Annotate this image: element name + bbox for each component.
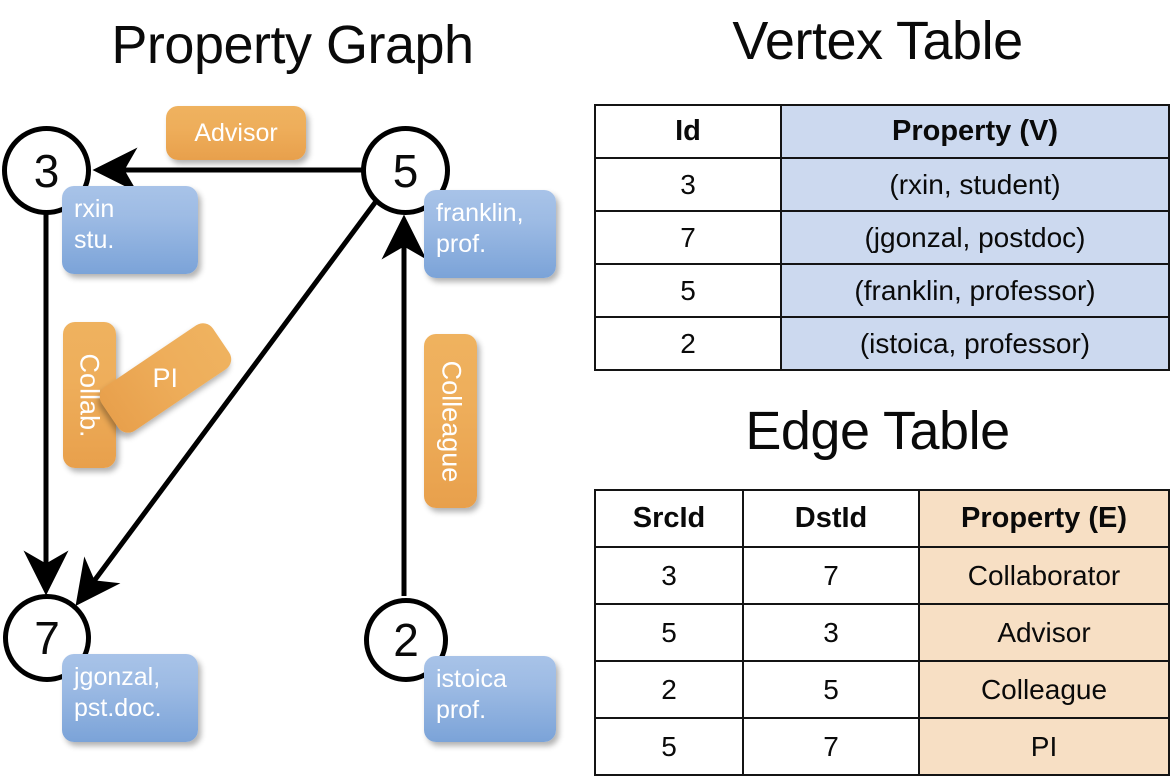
edge-row-0-property: Collaborator bbox=[918, 546, 1170, 605]
vertex-table-header-property: Property (V) bbox=[780, 104, 1170, 159]
vertex-property-box-7[interactable]: jgonzal, pst.doc. bbox=[62, 654, 198, 742]
edge-row-2-property: Colleague bbox=[918, 660, 1170, 719]
edge-table-header-srcid: SrcId bbox=[594, 489, 744, 548]
edge-label-advisor: Advisor bbox=[194, 118, 278, 147]
page-title-edge-table: Edge Table bbox=[745, 401, 1010, 461]
vertex-row-3-id: 2 bbox=[594, 316, 782, 371]
edge-label-box-advisor[interactable]: Advisor bbox=[166, 106, 306, 160]
vertex-property-5-line2: prof. bbox=[436, 229, 487, 258]
vertex-row-0-id: 3 bbox=[594, 157, 782, 212]
table-row: 7 (jgonzal, postdoc) bbox=[594, 210, 1170, 265]
table-row: 5 (franklin, professor) bbox=[594, 263, 1170, 318]
vertex-property-box-5[interactable]: franklin, prof. bbox=[424, 190, 556, 278]
edge-table: SrcId DstId Property (E) 3 7 Collaborato… bbox=[594, 489, 1170, 776]
edge-5-to-7-pi bbox=[75, 198, 380, 607]
edge-label-colleague: Colleague bbox=[435, 360, 466, 482]
table-header-row: SrcId DstId Property (E) bbox=[594, 489, 1170, 548]
vertex-property-5-line1: franklin, bbox=[436, 199, 524, 227]
vertex-property-7-line2: pst.doc. bbox=[74, 693, 162, 722]
vertex-property-3-line1: rxin bbox=[74, 195, 115, 223]
page-title-property-graph: Property Graph bbox=[111, 15, 474, 75]
graph-edges-svg bbox=[23, 147, 427, 607]
table-header-row: Id Property (V) bbox=[594, 104, 1170, 159]
table-row: 2 5 Colleague bbox=[594, 660, 1170, 719]
vertex-node-5[interactable]: 5 bbox=[361, 126, 450, 215]
edge-table-header-dstid: DstId bbox=[742, 489, 920, 548]
vertex-property-2-line1: istoica bbox=[436, 665, 507, 693]
vertex-property-7-line1: jgonzal, bbox=[74, 663, 161, 691]
vertex-node-7-id: 7 bbox=[34, 612, 60, 664]
edge-row-3-property: PI bbox=[918, 717, 1170, 776]
vertex-property-box-2[interactable]: istoica prof. bbox=[424, 656, 556, 742]
vertex-property-2-line2: prof. bbox=[436, 695, 487, 724]
edge-row-1-property: Advisor bbox=[918, 603, 1170, 662]
table-row: 5 3 Advisor bbox=[594, 603, 1170, 662]
vertex-table: Id Property (V) 3 (rxin, student) 7 (jgo… bbox=[594, 104, 1170, 371]
edge-label-pi: PI bbox=[152, 362, 179, 393]
edge-row-3-dst: 7 bbox=[742, 717, 920, 776]
edge-row-2-src: 2 bbox=[594, 660, 744, 719]
edge-row-3-src: 5 bbox=[594, 717, 744, 776]
vertex-node-3-id: 3 bbox=[33, 144, 60, 197]
vertex-node-5-id: 5 bbox=[392, 144, 419, 197]
page-title-vertex-table: Vertex Table bbox=[732, 11, 1023, 71]
vertex-row-2-id: 5 bbox=[594, 263, 782, 318]
vertex-node-2[interactable]: 2 bbox=[364, 598, 448, 682]
vertex-property-3-line2: stu. bbox=[74, 225, 115, 254]
vertex-row-0-property: (rxin, student) bbox=[780, 157, 1170, 212]
edge-row-1-src: 5 bbox=[594, 603, 744, 662]
vertex-node-2-id: 2 bbox=[393, 614, 419, 666]
edge-row-1-dst: 3 bbox=[742, 603, 920, 662]
edge-row-0-src: 3 bbox=[594, 546, 744, 605]
vertex-table-header-id: Id bbox=[594, 104, 782, 159]
edge-table-header-property: Property (E) bbox=[918, 489, 1170, 548]
vertex-row-3-property: (istoica, professor) bbox=[780, 316, 1170, 371]
edge-label-box-colleague[interactable]: Colleague bbox=[424, 334, 477, 508]
edge-row-2-dst: 5 bbox=[742, 660, 920, 719]
edge-row-0-dst: 7 bbox=[742, 546, 920, 605]
property-graph-diagram: 3 5 7 2 rxin stu. franklin, prof. jgonza… bbox=[0, 0, 585, 760]
table-row: 3 7 Collaborator bbox=[594, 546, 1170, 605]
vertex-property-box-3[interactable]: rxin stu. bbox=[62, 186, 198, 274]
vertex-row-2-property: (franklin, professor) bbox=[780, 263, 1170, 318]
table-row: 3 (rxin, student) bbox=[594, 157, 1170, 212]
vertex-row-1-id: 7 bbox=[594, 210, 782, 265]
table-row: 5 7 PI bbox=[594, 717, 1170, 776]
vertex-row-1-property: (jgonzal, postdoc) bbox=[780, 210, 1170, 265]
table-row: 2 (istoica, professor) bbox=[594, 316, 1170, 371]
